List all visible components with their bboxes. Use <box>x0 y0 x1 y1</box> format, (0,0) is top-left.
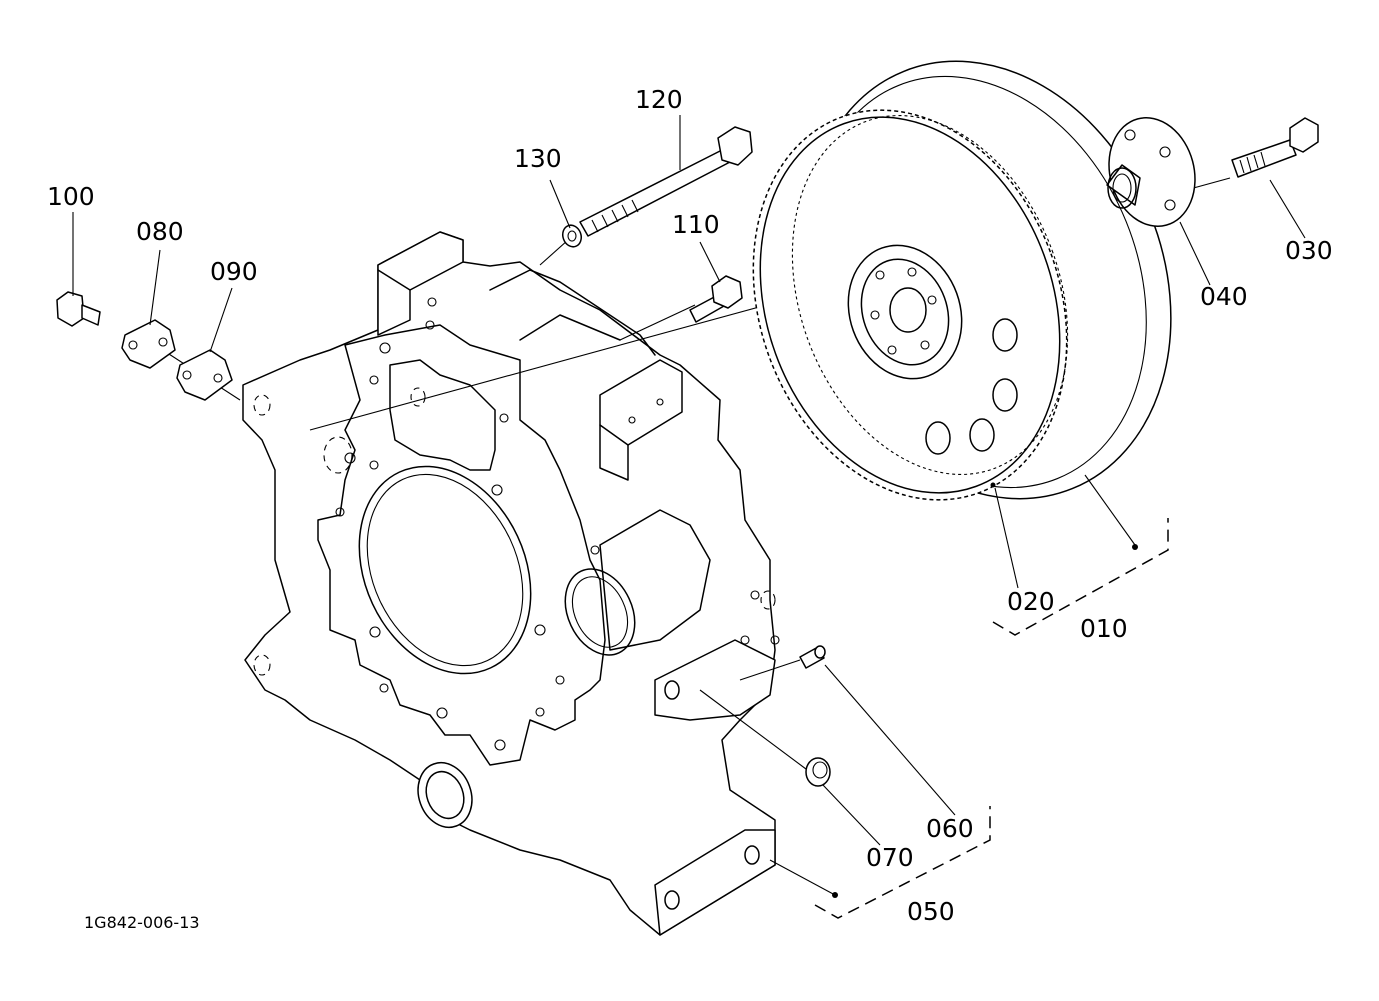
part-label-060: 060 <box>926 814 974 843</box>
part-label-070: 070 <box>866 843 914 872</box>
drawing-code: 1G842-006-13 <box>84 913 200 932</box>
long-bolt <box>579 126 753 237</box>
part-label-040: 040 <box>1200 282 1248 311</box>
flywheel-housing <box>242 231 780 936</box>
part-label-030: 030 <box>1285 236 1333 265</box>
cover-plate <box>121 319 176 369</box>
part-labels: 100 080 090 130 120 110 030 040 020 010 … <box>47 85 1333 932</box>
leader-lines <box>72 115 1306 896</box>
part-label-010: 010 <box>1080 614 1128 643</box>
dowel-pin <box>799 645 826 669</box>
plug <box>805 757 831 787</box>
flywheel-assembly <box>752 60 1172 501</box>
plug-bolt <box>56 291 101 327</box>
part-label-130: 130 <box>514 144 562 173</box>
part-label-050: 050 <box>907 897 955 926</box>
part-label-110: 110 <box>672 210 720 239</box>
part-label-020: 020 <box>1007 587 1055 616</box>
gasket <box>176 349 233 401</box>
flywheel-bolt <box>1231 117 1319 178</box>
crank-adapter <box>1106 117 1196 227</box>
part-label-090: 090 <box>210 257 258 286</box>
part-label-080: 080 <box>136 217 184 246</box>
assembly-brackets <box>814 518 1169 919</box>
washer <box>561 224 583 248</box>
part-label-120: 120 <box>635 85 683 114</box>
short-bolt <box>689 275 743 323</box>
part-label-100: 100 <box>47 182 95 211</box>
